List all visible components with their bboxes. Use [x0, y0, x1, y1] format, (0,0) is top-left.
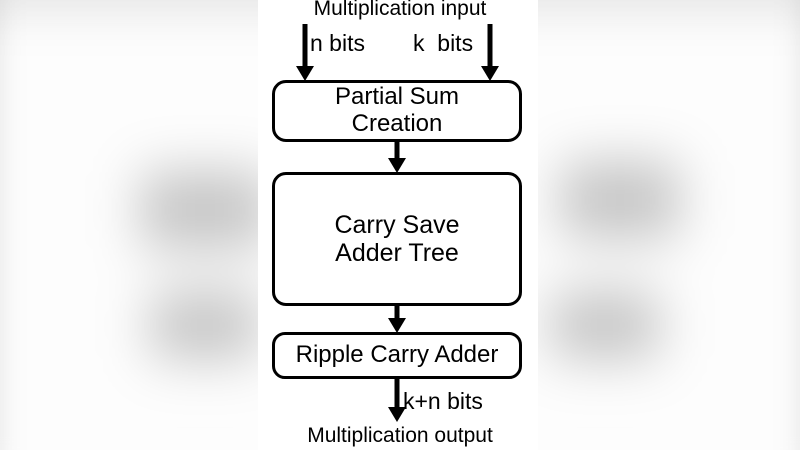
backdrop-ghost-shape-1	[140, 170, 270, 250]
output-arrow	[388, 379, 406, 422]
backdrop-ghost-shape-3	[560, 160, 680, 240]
block-ripple-carry-adder-line-1: Ripple Carry Adder	[295, 341, 499, 369]
input-k-arrow-head	[481, 66, 499, 81]
block-carry-save-adder-tree-text: Carry Save Adder Tree	[334, 211, 459, 267]
input-n-arrow-shaft	[302, 24, 308, 66]
block-partial-sum-creation-line-1: Partial Sum	[334, 83, 460, 111]
k-bits-label: k bits	[413, 30, 474, 56]
input-n-arrow-head	[296, 66, 314, 81]
ps-to-csa-arrow-shaft	[394, 142, 400, 158]
block-carry-save-adder-tree-line-2: Adder Tree	[335, 239, 459, 267]
block-ripple-carry-adder[interactable]: Ripple Carry Adder	[272, 332, 522, 379]
input-k-arrow	[481, 24, 499, 81]
csa-to-rca-arrow-head	[388, 318, 406, 333]
backdrop-ghost-shape-4	[550, 290, 660, 360]
ps-to-csa-arrow-head	[388, 158, 406, 173]
output-arrow-shaft	[394, 379, 400, 407]
block-partial-sum-creation-line-2: Creation	[351, 110, 443, 137]
block-partial-sum-creation[interactable]: Partial Sum Creation	[272, 80, 522, 142]
backdrop-ghost-shape-2	[150, 290, 260, 360]
input-k-arrow-shaft	[487, 24, 493, 66]
input-n-arrow	[296, 24, 314, 81]
block-carry-save-adder-tree-line-1: Carry Save	[334, 211, 460, 239]
csa-to-rca-arrow	[388, 306, 406, 333]
output-arrow-head	[388, 407, 406, 422]
k-plus-n-bits-label: k+n bits	[403, 388, 483, 414]
csa-to-rca-arrow-shaft	[394, 306, 400, 318]
multiplication-output-label: Multiplication output	[307, 424, 493, 447]
block-carry-save-adder-tree[interactable]: Carry Save Adder Tree	[272, 172, 522, 306]
ps-to-csa-arrow	[388, 142, 406, 173]
n-bits-label: n bits	[310, 30, 365, 56]
multiplication-input-label: Multiplication input	[313, 0, 487, 20]
block-partial-sum-creation-text: Partial Sum Creation	[334, 83, 460, 138]
